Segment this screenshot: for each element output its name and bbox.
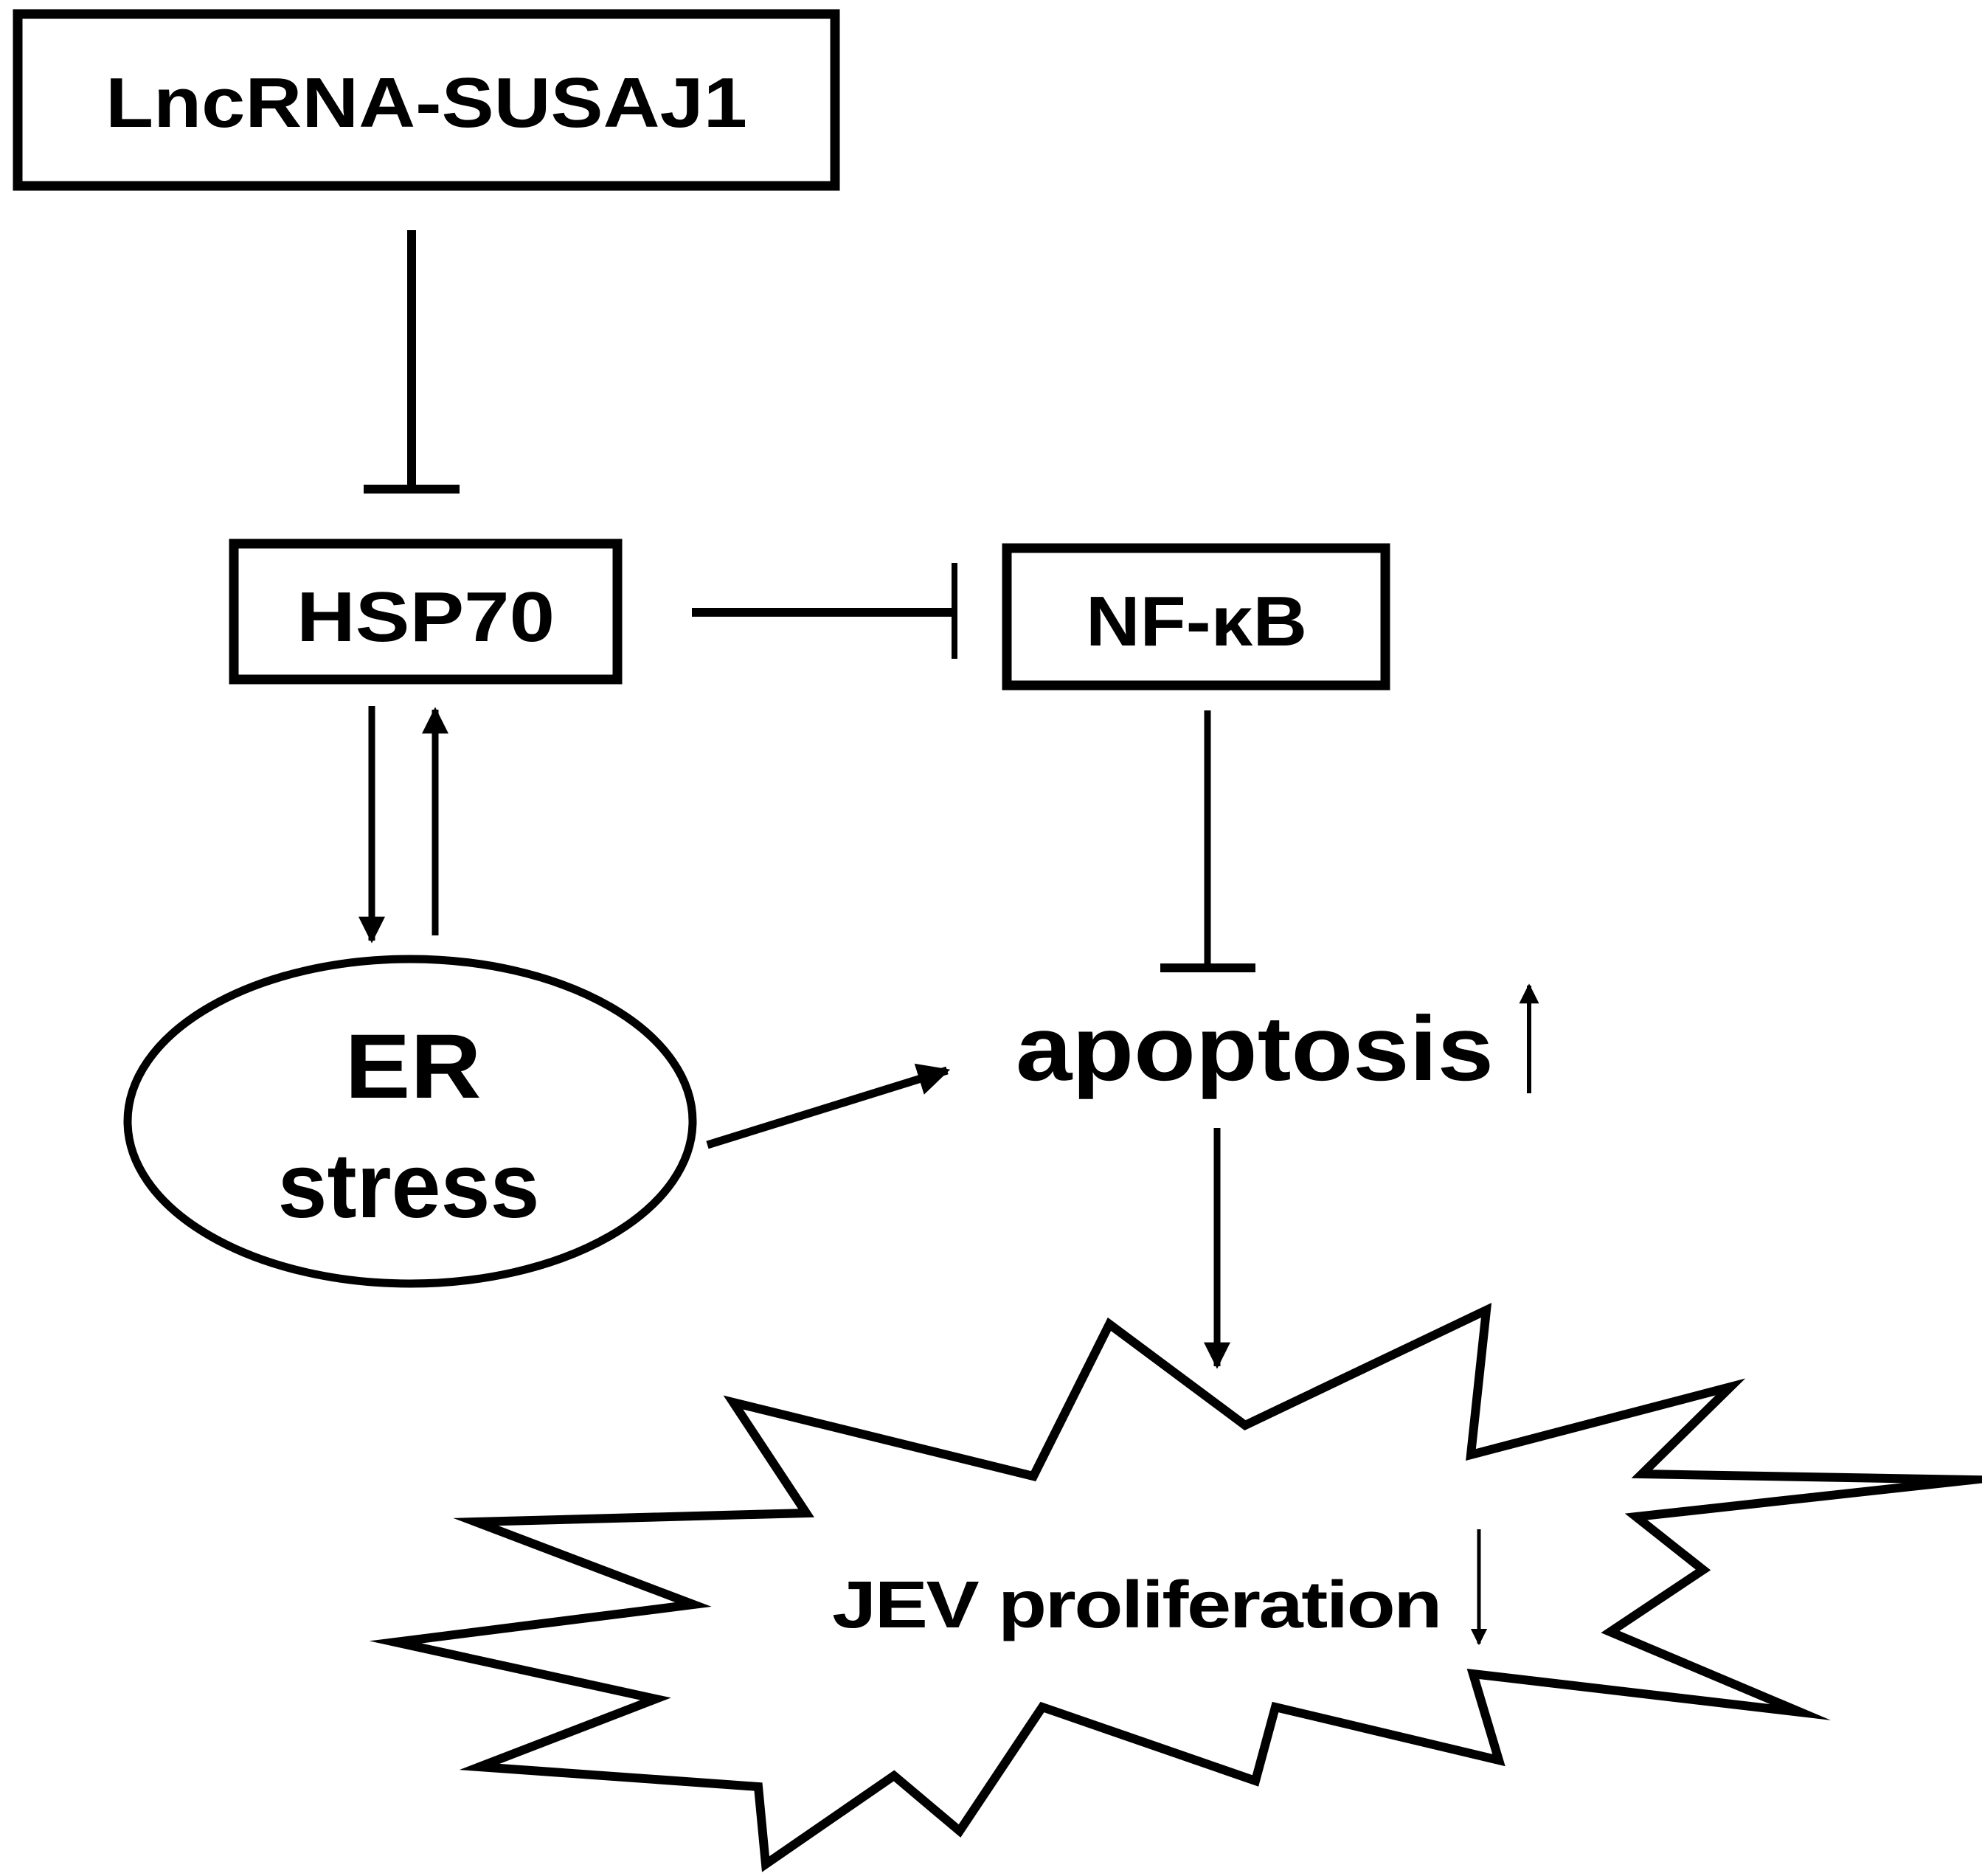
hsp70-box — [229, 539, 623, 685]
lncrna-box — [13, 9, 840, 191]
edge-er-stress-to-apoptosis — [706, 1063, 951, 1149]
edge-nfkb-inhibits-apoptosis — [1160, 710, 1255, 972]
node-nfkb: NF-κB — [1002, 543, 1390, 690]
starburst-shape — [369, 1302, 1982, 1872]
er-stress-ellipse — [123, 955, 697, 1288]
edge-lncrna-inhibits-hsp70 — [364, 230, 460, 494]
nfkb-box — [1002, 543, 1390, 690]
stress-label: stress — [278, 1135, 540, 1237]
node-apoptosis: apoptosis — [1016, 983, 1539, 1100]
edge-hsp70-inhibits-nfkb — [692, 563, 957, 659]
jev-label: JEV proliferation — [832, 1568, 1441, 1642]
nfkb-label: NF-κB — [1086, 582, 1307, 661]
lncrna-label: LncRNA-SUSAJ1 — [105, 63, 747, 142]
node-er-stress: ER stress — [123, 955, 697, 1288]
node-jev: JEV proliferation — [369, 1302, 1982, 1872]
node-hsp70: HSP70 — [229, 539, 623, 685]
node-lncrna: LncRNA-SUSAJ1 — [13, 9, 840, 191]
apoptosis-label: apoptosis — [1016, 998, 1494, 1100]
hsp70-label: HSP70 — [297, 578, 555, 657]
er-label: ER — [345, 1016, 482, 1118]
arrow — [706, 1063, 951, 1149]
